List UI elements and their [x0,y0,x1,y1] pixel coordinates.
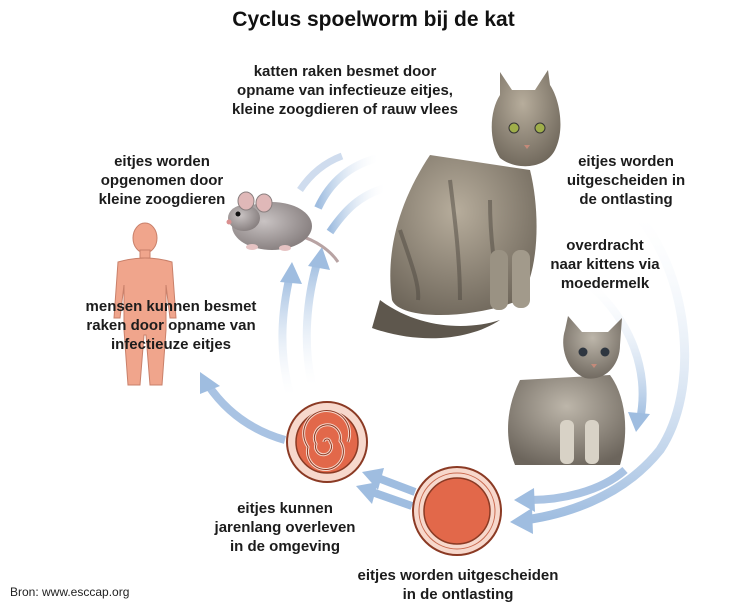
diagram-title: Cyclus spoelworm bij de kat [232,8,515,31]
mouse-image [226,191,340,263]
arrow-top-arc [297,152,387,235]
source-credit: Bron: www.esccap.org [10,585,130,599]
cat-image [372,70,561,339]
kitten-image [508,316,626,465]
label-kittens: overdracht naar kittens via moedermelk [550,237,660,292]
human-silhouette-icon [113,222,177,386]
label-rodents: eitjes worden opgenomen door kleine zoog… [98,153,226,208]
label-survive: eitjes kunnen jarenlang overleven in de … [214,500,356,555]
egg-unembryonated-icon [412,466,502,556]
arrow-egg-to-egg [356,468,417,510]
label-excreted-bottom: eitjes worden uitgescheiden in de ontlas… [357,567,559,603]
arrow-left-arcs [200,247,330,444]
egg-embryonated-icon [286,401,368,483]
arrow-right-arc [510,215,690,534]
label-excreted-top: eitjes worden uitgescheiden in de ontlas… [566,153,686,208]
label-cat-infection: katten raken besmet door opname van infe… [232,63,458,118]
label-humans: mensen kunnen besmet raken door opname v… [85,298,257,353]
